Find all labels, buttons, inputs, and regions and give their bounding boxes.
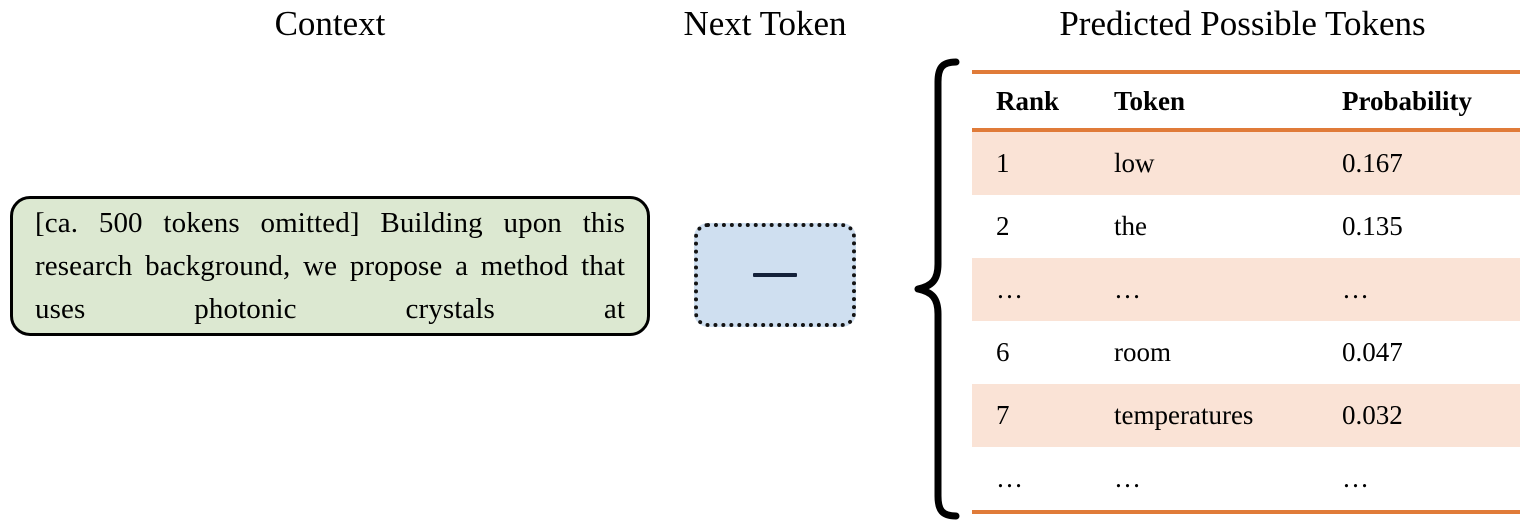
cell-token: temperatures	[1090, 384, 1318, 447]
cell-token: …	[1090, 258, 1318, 321]
cell-probability: …	[1318, 447, 1520, 514]
table-row: 6 room 0.047	[972, 321, 1520, 384]
cell-probability: 0.032	[1318, 384, 1520, 447]
next-token-box	[694, 223, 856, 327]
table-row: 1 low 0.167	[972, 130, 1520, 195]
table-row: … … …	[972, 258, 1520, 321]
cell-rank: 6	[996, 337, 1010, 367]
cell-rank: 7	[972, 384, 1090, 447]
cell-rank: …	[972, 258, 1090, 321]
context-box: [ca. 500 tokens omitted] Building upon t…	[10, 196, 650, 336]
column-header-rank: Rank	[972, 70, 1090, 132]
cell-token: room	[1114, 337, 1171, 367]
predicted-tokens-table: Rank Token Probability 1 low 0.167 2 the…	[972, 70, 1520, 514]
context-text: [ca. 500 tokens omitted] Building upon t…	[35, 206, 625, 325]
table-row: … … …	[972, 447, 1520, 514]
cell-probability: 0.135	[1342, 211, 1403, 241]
table-row: 2 the 0.135	[972, 195, 1520, 258]
table-header-row: Rank Token Probability	[972, 70, 1520, 132]
cell-rank: 2	[996, 211, 1010, 241]
cell-token: the	[1114, 211, 1147, 241]
cell-probability: 0.167	[1318, 130, 1520, 195]
column-header-probability: Probability	[1318, 70, 1520, 132]
left-curly-brace-icon	[912, 58, 960, 520]
cell-probability: 0.047	[1342, 337, 1403, 367]
cell-token: …	[1090, 447, 1318, 514]
cell-rank: 1	[972, 130, 1090, 195]
heading-predicted-possible-tokens: Predicted Possible Tokens	[1059, 4, 1426, 43]
table-row: 7 temperatures 0.032	[972, 384, 1520, 447]
heading-next-token: Next Token	[683, 4, 847, 43]
column-header-token: Token	[1090, 70, 1318, 132]
heading-context: Context	[274, 4, 386, 43]
blank-underscore-icon	[753, 273, 797, 277]
cell-token: low	[1090, 130, 1318, 195]
cell-probability: …	[1318, 258, 1520, 321]
cell-rank: …	[972, 447, 1090, 514]
